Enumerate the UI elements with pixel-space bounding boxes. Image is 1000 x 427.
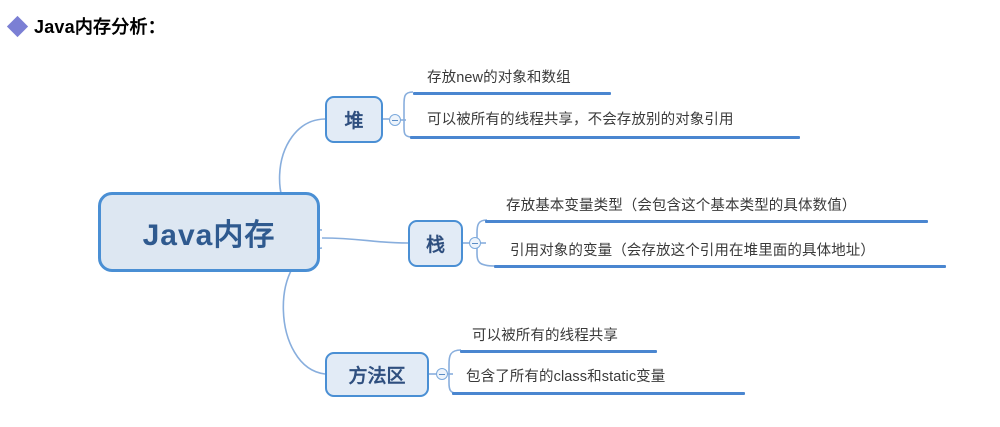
leaf-underline-method-area-2 xyxy=(452,392,745,395)
diamond-icon xyxy=(6,15,29,37)
leaf-label-heap-2[interactable]: 可以被所有的线程共享，不会存放别的对象引用 xyxy=(427,112,734,128)
leaf-label-heap-1[interactable]: 存放new的对象和数组 xyxy=(427,70,571,86)
leaf-label-stack-2[interactable]: 引用对象的变量（会存放这个引用在堆里面的具体地址） xyxy=(510,243,875,259)
leaf-underline-stack-1 xyxy=(485,220,928,223)
leaf-underline-heap-2 xyxy=(410,136,800,139)
mindmap-branch-method-area[interactable]: 方法区 xyxy=(325,352,429,397)
mindmap-root-node[interactable]: Java内存 xyxy=(98,192,320,272)
leaf-underline-stack-2 xyxy=(494,265,946,268)
leaf-underline-heap-1 xyxy=(413,92,611,95)
page-title: Java内存分析： xyxy=(34,17,166,37)
collapse-minus-icon-method-area[interactable] xyxy=(436,368,448,380)
leaf-label-method-area-2[interactable]: 包含了所有的class和static变量 xyxy=(466,369,666,385)
mindmap-branch-stack[interactable]: 栈 xyxy=(408,220,463,267)
mindmap-branch-heap[interactable]: 堆 xyxy=(325,96,383,143)
collapse-minus-icon-stack[interactable] xyxy=(469,237,481,249)
leaf-label-method-area-1[interactable]: 可以被所有的线程共享 xyxy=(472,328,618,344)
collapse-minus-icon-heap[interactable] xyxy=(389,114,401,126)
leaf-underline-method-area-1 xyxy=(460,350,657,353)
page-title-bar: Java内存分析： xyxy=(6,12,166,40)
leaf-label-stack-1[interactable]: 存放基本变量类型（会包含这个基本类型的具体数值） xyxy=(506,198,857,214)
